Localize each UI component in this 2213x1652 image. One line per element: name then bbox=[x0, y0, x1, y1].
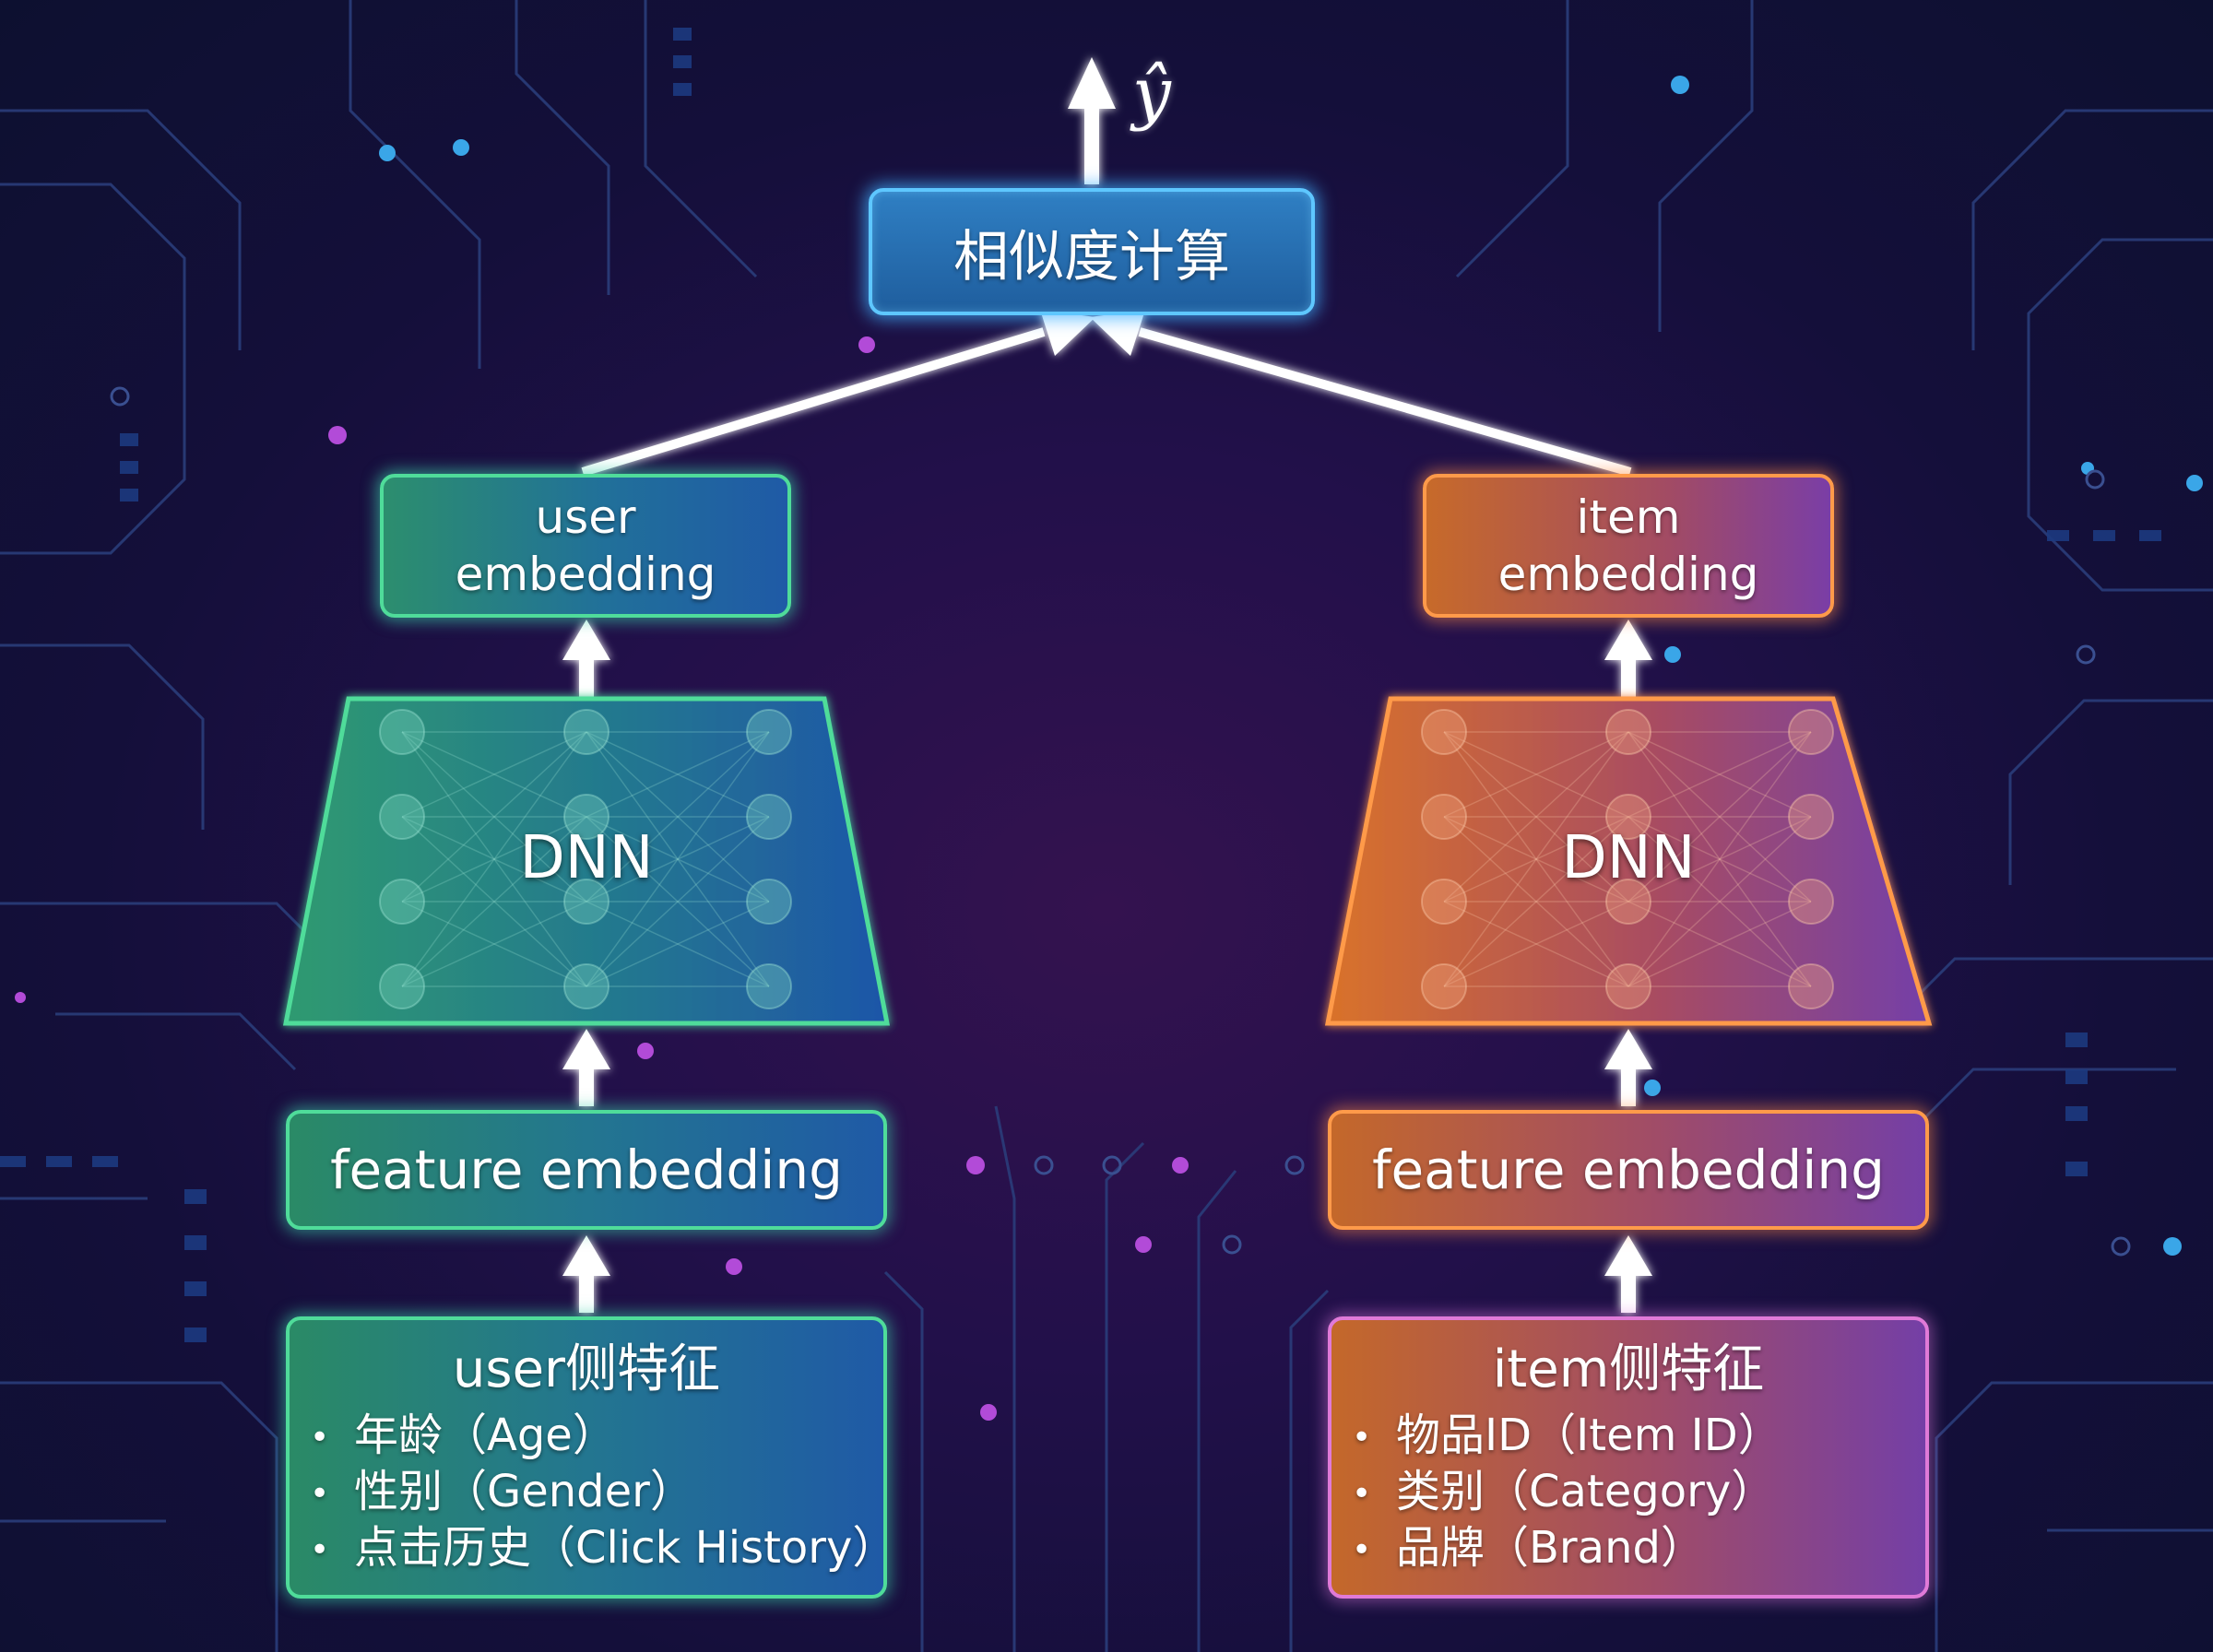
user-features-title: user侧特征 bbox=[452, 1339, 721, 1399]
user-embedding-line1: user bbox=[535, 490, 636, 544]
user-feature-embedding-box: feature embedding bbox=[286, 1110, 887, 1230]
item-features-box: item侧特征 物品ID（Item ID） 类别（Category） 品牌（Br… bbox=[1328, 1316, 1929, 1599]
user-feature-item: 年龄（Age） bbox=[310, 1409, 883, 1465]
user-dnn-label: DNN bbox=[519, 824, 654, 892]
item-feature-embedding-box: feature embedding bbox=[1328, 1110, 1929, 1230]
item-embedding-line1: item bbox=[1576, 490, 1681, 544]
item-feature-item: 物品ID（Item ID） bbox=[1352, 1409, 1925, 1465]
user-feature-item: 性别（Gender） bbox=[310, 1465, 883, 1521]
item-features-title: item侧特征 bbox=[1492, 1339, 1765, 1399]
user-embedding-box: user embedding bbox=[380, 474, 791, 618]
user-embedding-line2: embedding bbox=[455, 548, 716, 601]
item-embedding-box: item embedding bbox=[1423, 474, 1834, 618]
user-features-list: 年龄（Age） 性别（Gender） 点击历史（Click History） bbox=[290, 1409, 896, 1577]
item-feature-embedding-label: feature embedding bbox=[1372, 1139, 1885, 1201]
item-features-list: 物品ID（Item ID） 类别（Category） 品牌（Brand） bbox=[1331, 1409, 1925, 1577]
similarity-label: 相似度计算 bbox=[953, 224, 1230, 289]
item-feature-item: 类别（Category） bbox=[1352, 1465, 1925, 1521]
item-dnn-label: DNN bbox=[1561, 824, 1696, 892]
similarity-calculation-box: 相似度计算 bbox=[869, 188, 1315, 315]
item-feature-item: 品牌（Brand） bbox=[1352, 1521, 1925, 1577]
user-feature-item: 点击历史（Click History） bbox=[310, 1521, 896, 1577]
user-features-box: user侧特征 年龄（Age） 性别（Gender） 点击历史（Click Hi… bbox=[286, 1316, 896, 1599]
user-feature-embedding-label: feature embedding bbox=[330, 1139, 843, 1201]
output-y-hat: ŷ bbox=[1132, 53, 1171, 133]
item-embedding-line2: embedding bbox=[1497, 548, 1759, 601]
